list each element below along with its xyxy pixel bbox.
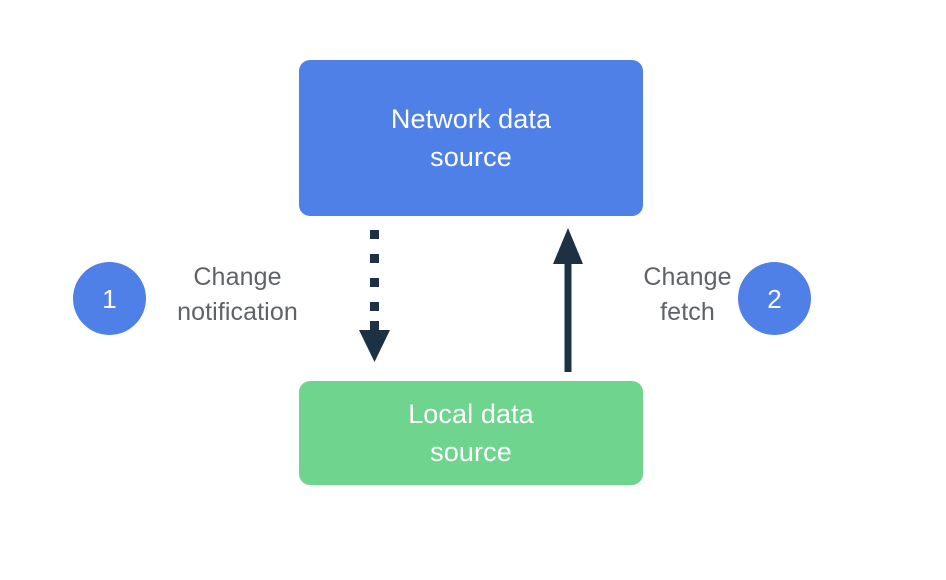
arrow-head-up-icon: [553, 228, 583, 264]
step-badge-2: 2: [738, 262, 811, 335]
step-badge-1: 1: [73, 262, 146, 335]
edge-label-change-fetch: Change fetch: [643, 263, 732, 326]
node-network-data-source-label: Network data source: [390, 103, 552, 172]
edge-label-change-notification: Change notification: [177, 263, 298, 326]
arrow-change-fetch-up-icon: [553, 228, 583, 372]
node-local-data-source-label: Local data source: [408, 398, 534, 467]
arrow-head-down-icon: [359, 330, 390, 362]
arrow-change-notification-down-icon: [359, 230, 390, 362]
step-badge-1-number: 1: [102, 283, 117, 314]
step-badge-2-number: 2: [767, 283, 782, 314]
arrow-dots: [370, 230, 379, 330]
node-network-data-source[interactable]: Network data source: [299, 60, 643, 216]
node-local-data-source[interactable]: Local data source: [299, 381, 643, 485]
arrow-shaft: [564, 262, 572, 372]
